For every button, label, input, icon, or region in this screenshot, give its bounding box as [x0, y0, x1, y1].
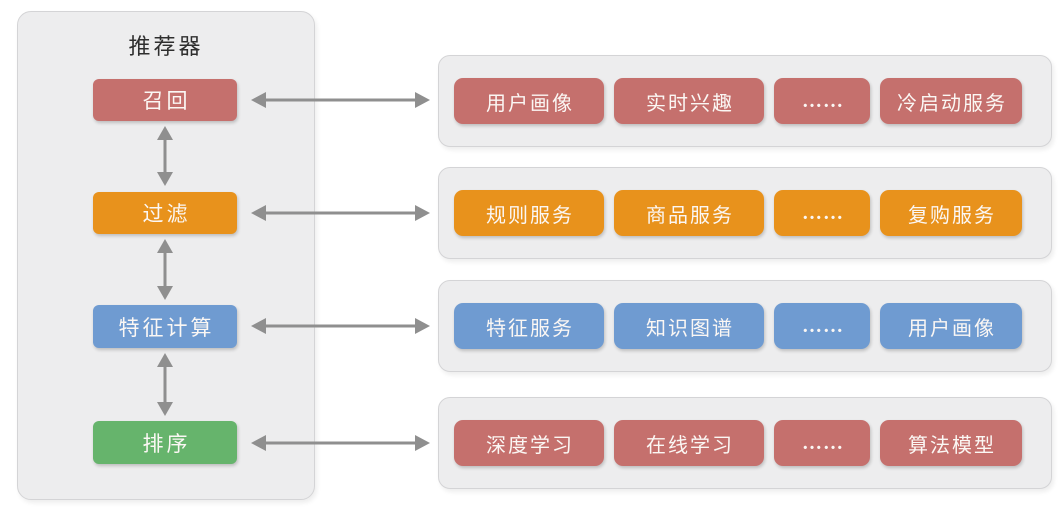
service-box: 用户画像 [880, 303, 1022, 349]
service-box: 商品服务 [614, 190, 764, 236]
service-group-feature-computing: 特征服务 知识图谱 …… 用户画像 [438, 280, 1052, 372]
service-label: 实时兴趣 [646, 92, 734, 115]
service-label: 深度学习 [486, 434, 574, 457]
service-box-ellipsis: …… [774, 78, 870, 124]
service-box: 规则服务 [454, 190, 604, 236]
service-box-ellipsis: …… [774, 303, 870, 349]
service-box: 复购服务 [880, 190, 1022, 236]
ellipsis-label: …… [802, 314, 844, 337]
service-box: 深度学习 [454, 420, 604, 466]
stage-box-recall: 召回 [93, 79, 237, 121]
service-label: 用户画像 [908, 317, 996, 340]
stage-label: 特征计算 [118, 315, 215, 340]
service-box: 算法模型 [880, 420, 1022, 466]
service-label: 用户画像 [486, 92, 574, 115]
stage-label: 过滤 [142, 202, 191, 226]
service-label: 商品服务 [646, 204, 734, 227]
service-label: 规则服务 [486, 204, 574, 227]
service-box: 冷启动服务 [880, 78, 1022, 124]
stage-box-filter: 过滤 [93, 192, 237, 234]
service-label: 知识图谱 [646, 317, 734, 340]
service-label: 特征服务 [486, 317, 574, 340]
stage-label: 排序 [142, 431, 191, 456]
ellipsis-label: …… [802, 89, 844, 112]
stage-box-feature-computing: 特征计算 [93, 305, 237, 348]
ellipsis-label: …… [802, 431, 844, 454]
service-box: 特征服务 [454, 303, 604, 349]
service-box: 知识图谱 [614, 303, 764, 349]
service-label: 冷启动服务 [897, 92, 1007, 115]
stage-box-ranking: 排序 [93, 421, 237, 464]
service-group-ranking: 深度学习 在线学习 …… 算法模型 [438, 397, 1052, 489]
service-box: 用户画像 [454, 78, 604, 124]
service-group-filter: 规则服务 商品服务 …… 复购服务 [438, 167, 1052, 259]
service-group-recall: 用户画像 实时兴趣 …… 冷启动服务 [438, 55, 1052, 147]
service-label: 在线学习 [646, 434, 734, 457]
service-box-ellipsis: …… [774, 420, 870, 466]
stage-label: 召回 [142, 89, 191, 113]
service-box: 在线学习 [614, 420, 764, 466]
service-box: 实时兴趣 [614, 78, 764, 124]
service-label: 复购服务 [908, 204, 996, 227]
service-label: 算法模型 [908, 434, 996, 457]
panel-title: 推荐器 [128, 34, 204, 59]
service-box-ellipsis: …… [774, 190, 870, 236]
ellipsis-label: …… [802, 201, 844, 224]
